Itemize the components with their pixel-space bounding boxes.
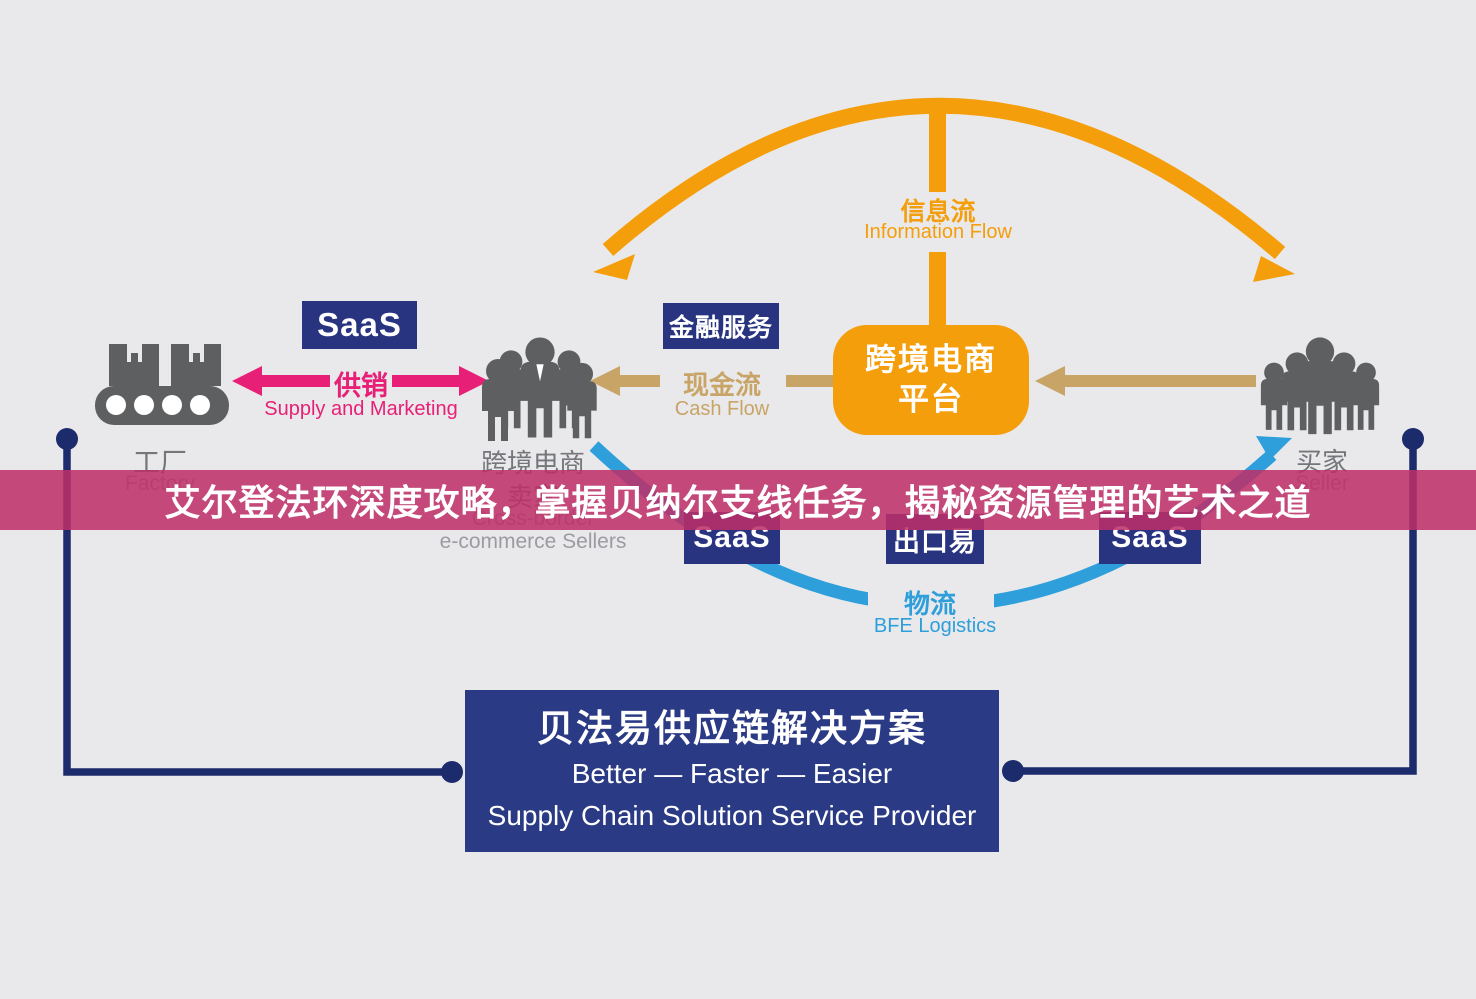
saas-box-top: SaaS [302,301,417,349]
supply-arrowhead-right [459,366,489,396]
headline-banner: 艾尔登法环深度攻略，掌握贝纳尔支线任务，揭秘资源管理的艺术之道 [0,470,1476,530]
left-connector [56,428,463,783]
factory-conveyor-icon [95,344,229,425]
logistics-label-gap [868,575,994,625]
headline-banner-text: 艾尔登法环深度攻略，掌握贝纳尔支线任务，揭秘资源管理的艺术之道 [164,482,1312,523]
cash-flow-label-zh: 现金流 [682,370,762,400]
logistics-label-en: BFE Logistics [873,615,997,637]
platform-line2: 平台 [898,382,964,417]
cash-flow-arrows [590,366,1256,396]
logistics-arrowhead [1256,436,1292,460]
supply-label-en: Supply and Marketing [264,398,458,420]
supply-marketing-arrows [232,366,489,396]
connector-dot [56,428,78,450]
information-flow-arc [593,97,1295,332]
info-flow-line-bottom [929,252,946,332]
solution-title: 贝法易供应链解决方案 [537,708,927,749]
supply-arrowhead-left [232,366,262,396]
solution-box: 贝法易供应链解决方案 Better — Faster — Easier Supp… [465,690,999,852]
info-flow-line-top [929,100,946,192]
solution-subtitle: Better — Faster — Easier [571,758,893,789]
arc-arrowhead-right [1253,256,1295,282]
arc-arrowhead-left [593,254,635,280]
platform-box: 跨境电商 平台 [833,325,1029,435]
connector-dot [1002,760,1024,782]
logistics-label-zh: 物流 [903,589,957,619]
cash-flow-label-en: Cash Flow [674,398,770,420]
right-connector [1002,428,1424,782]
sellers-label-en2: e-commerce Sellers [439,530,627,553]
cash-arrowhead-to-sellers [590,366,620,396]
finance-services-box: 金融服务 [663,303,779,349]
supply-label-zh: 供销 [334,371,388,401]
information-flow-label-en: Information Flow [864,221,1012,243]
cash-arrowhead-to-platform [1035,366,1065,396]
solution-tagline: Supply Chain Solution Service Provider [487,800,977,831]
information-flow-label-zh: 信息流 [900,198,976,226]
sellers-crowd-icon [482,337,597,441]
platform-line1: 跨境电商 [865,342,997,377]
buyers-crowd-icon [1260,337,1380,435]
connector-dot [1402,428,1424,450]
connector-dot [441,761,463,783]
